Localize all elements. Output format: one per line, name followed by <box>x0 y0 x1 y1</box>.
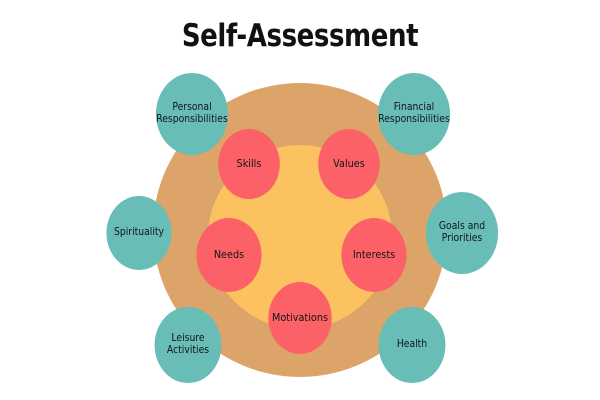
inner-bubble-skills[interactable]: Skills <box>218 129 280 199</box>
inner-bubble-needs[interactable]: Needs <box>196 218 262 292</box>
outer-bubble-label: Spirituality <box>113 226 165 239</box>
inner-bubble-label: Interests <box>352 247 396 261</box>
outer-bubble-health[interactable]: Health <box>378 307 446 383</box>
inner-bubble-motivations[interactable]: Motivations <box>268 282 332 354</box>
inner-bubble-label: Motivations <box>271 310 329 324</box>
page-title: Self-Assessment <box>181 18 419 54</box>
outer-bubble-spirituality[interactable]: Spirituality <box>106 196 172 270</box>
outer-bubble-label: Health <box>396 338 428 351</box>
inner-bubble-values[interactable]: Values <box>318 129 380 199</box>
inner-bubble-label: Skills <box>236 156 262 170</box>
inner-bubble-label: Needs <box>213 247 245 261</box>
inner-bubble-interests[interactable]: Interests <box>341 218 407 292</box>
inner-bubble-label: Values <box>333 156 365 170</box>
